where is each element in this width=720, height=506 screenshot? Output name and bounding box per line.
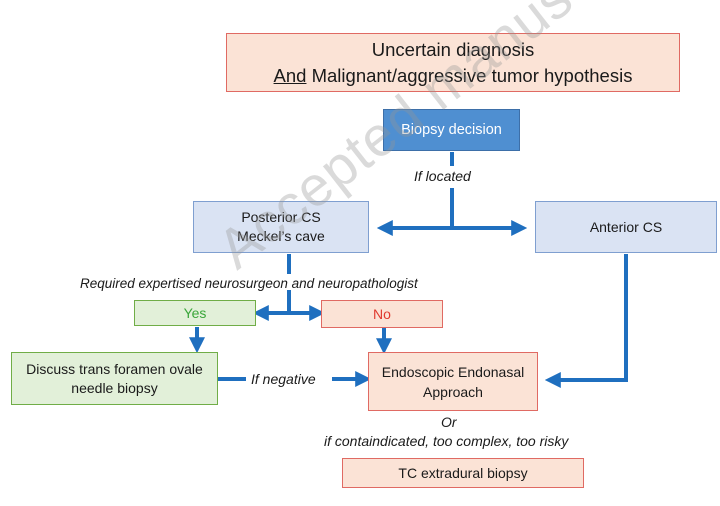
endoscopic-box: Endoscopic Endonasal Approach xyxy=(368,352,538,411)
no-label: No xyxy=(373,306,391,322)
discuss-line-1: Discuss trans foramen ovale xyxy=(26,360,203,377)
required-expertise-label: Required expertised neurosurgeon and neu… xyxy=(80,276,418,291)
yes-box: Yes xyxy=(134,300,256,326)
header-line-1: Uncertain diagnosis xyxy=(371,38,535,60)
yes-label: Yes xyxy=(183,305,207,321)
endoscopic-line-2: Approach xyxy=(423,383,483,400)
or-label: Or xyxy=(441,414,457,430)
anterior-label: Anterior CS xyxy=(589,219,663,235)
anterior-down-line xyxy=(544,254,628,388)
posterior-line-2: Meckel’s cave xyxy=(237,228,325,244)
biopsy-decision-box: Biopsy decision xyxy=(383,109,520,151)
header-line-2-rest: Malignant/aggressive tumor hypothesis xyxy=(306,64,633,86)
header-line-2: And Malignant/aggressive tumor hypothesi… xyxy=(274,63,633,89)
tc-extradural-box: TC extradural biopsy xyxy=(342,458,584,488)
anterior-cs-box: Anterior CS xyxy=(535,201,717,253)
discuss-box: Discuss trans foramen ovale needle biops… xyxy=(11,352,218,405)
and-word: And xyxy=(273,64,307,86)
discuss-line-2: needle biopsy xyxy=(71,379,158,396)
endoscopic-line-1: Endoscopic Endonasal xyxy=(381,363,525,380)
contraindicated-label: if containdicated, too complex, too risk… xyxy=(324,433,569,449)
tc-extradural-label: TC extradural biopsy xyxy=(398,465,528,481)
if-located-label: If located xyxy=(414,168,471,184)
posterior-cs-box: Posterior CS Meckel’s cave xyxy=(193,201,369,253)
no-box: No xyxy=(321,300,443,328)
biopsy-decision-label: Biopsy decision xyxy=(401,122,502,138)
header-box: Uncertain diagnosis And Malignant/aggres… xyxy=(226,33,680,92)
if-negative-label: If negative xyxy=(251,371,316,387)
posterior-line-1: Posterior CS xyxy=(241,209,321,225)
